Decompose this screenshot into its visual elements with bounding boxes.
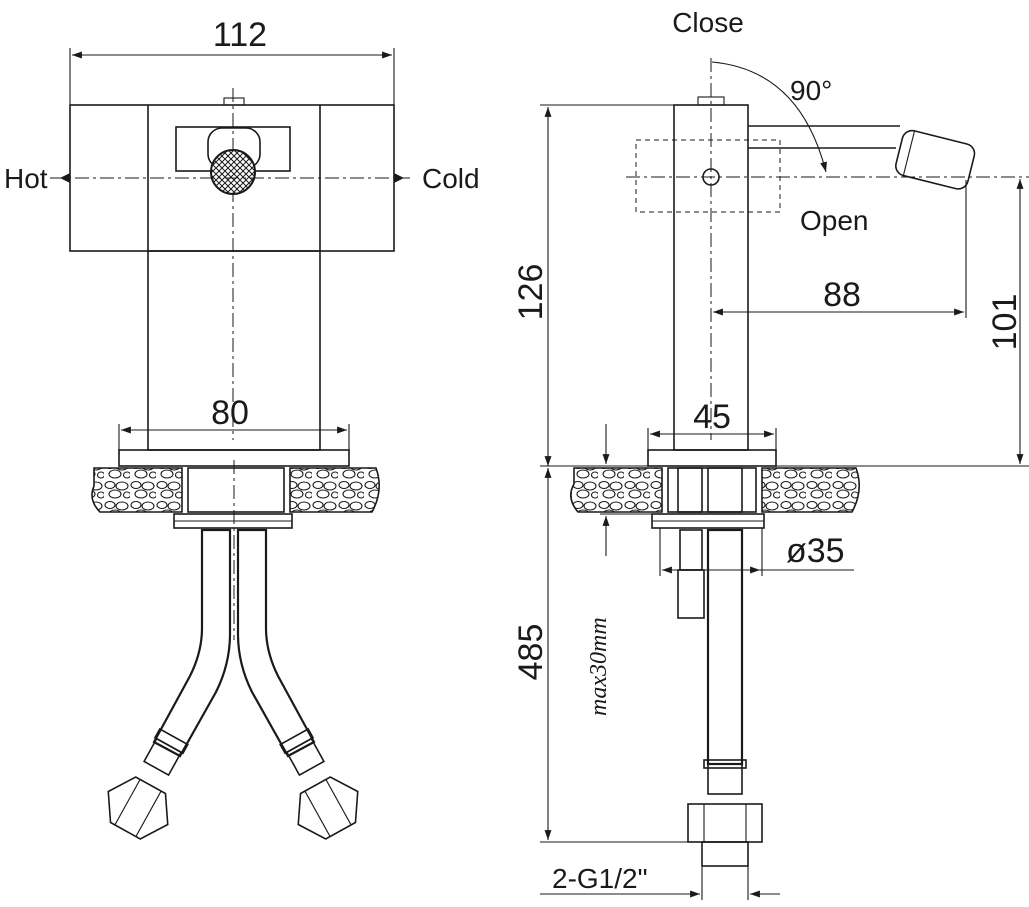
dimension-max30mm: max30mm [586, 424, 652, 716]
cold-label: Cold [422, 163, 480, 194]
hose-label: 485 [512, 624, 550, 681]
side-base-label: 45 [693, 398, 731, 436]
dimension-80: 80 [118, 394, 350, 455]
dimension-35: ø35 [659, 528, 854, 576]
countertop-right [289, 467, 380, 513]
angle-label: 90° [790, 75, 832, 106]
aerator-icon [210, 149, 256, 195]
dimension-88: 88 [713, 180, 967, 318]
base-label: 80 [211, 394, 249, 432]
dimension-485: 485 [512, 468, 700, 843]
front-view: 112 Hot Cold 80 [4, 16, 480, 840]
hole-label: ø35 [786, 532, 845, 570]
dimension-thread: 2-G1/2" [540, 863, 780, 900]
side-countertop-left [570, 467, 663, 513]
open-label: Open [800, 205, 869, 236]
thread-label: 2-G1/2" [552, 863, 648, 894]
reach-label: 88 [823, 276, 861, 314]
hex-nut-right-icon [297, 776, 359, 840]
side-view: Close 90° Open 126 88 [512, 7, 1029, 900]
side-countertop-right [761, 467, 860, 513]
spout-nozzle [895, 129, 976, 190]
side-hose [706, 528, 744, 766]
spout-height-label: 101 [986, 294, 1024, 351]
hose-hot [152, 528, 232, 758]
dimension-101: 101 [986, 179, 1024, 464]
hose-cold [236, 528, 316, 758]
side-hex-nut-icon [687, 803, 763, 867]
hot-label: Hot [4, 163, 48, 194]
deck-label: max30mm [586, 617, 612, 716]
countertop-left [91, 467, 183, 513]
dimension-126: 126 [512, 104, 674, 466]
dimension-45: 45 [647, 398, 777, 456]
width-label: 112 [213, 16, 267, 54]
hex-nut-left-icon [107, 776, 169, 840]
height-label: 126 [512, 264, 550, 321]
close-label: Close [672, 7, 744, 38]
dimension-112: 112 [69, 16, 395, 105]
